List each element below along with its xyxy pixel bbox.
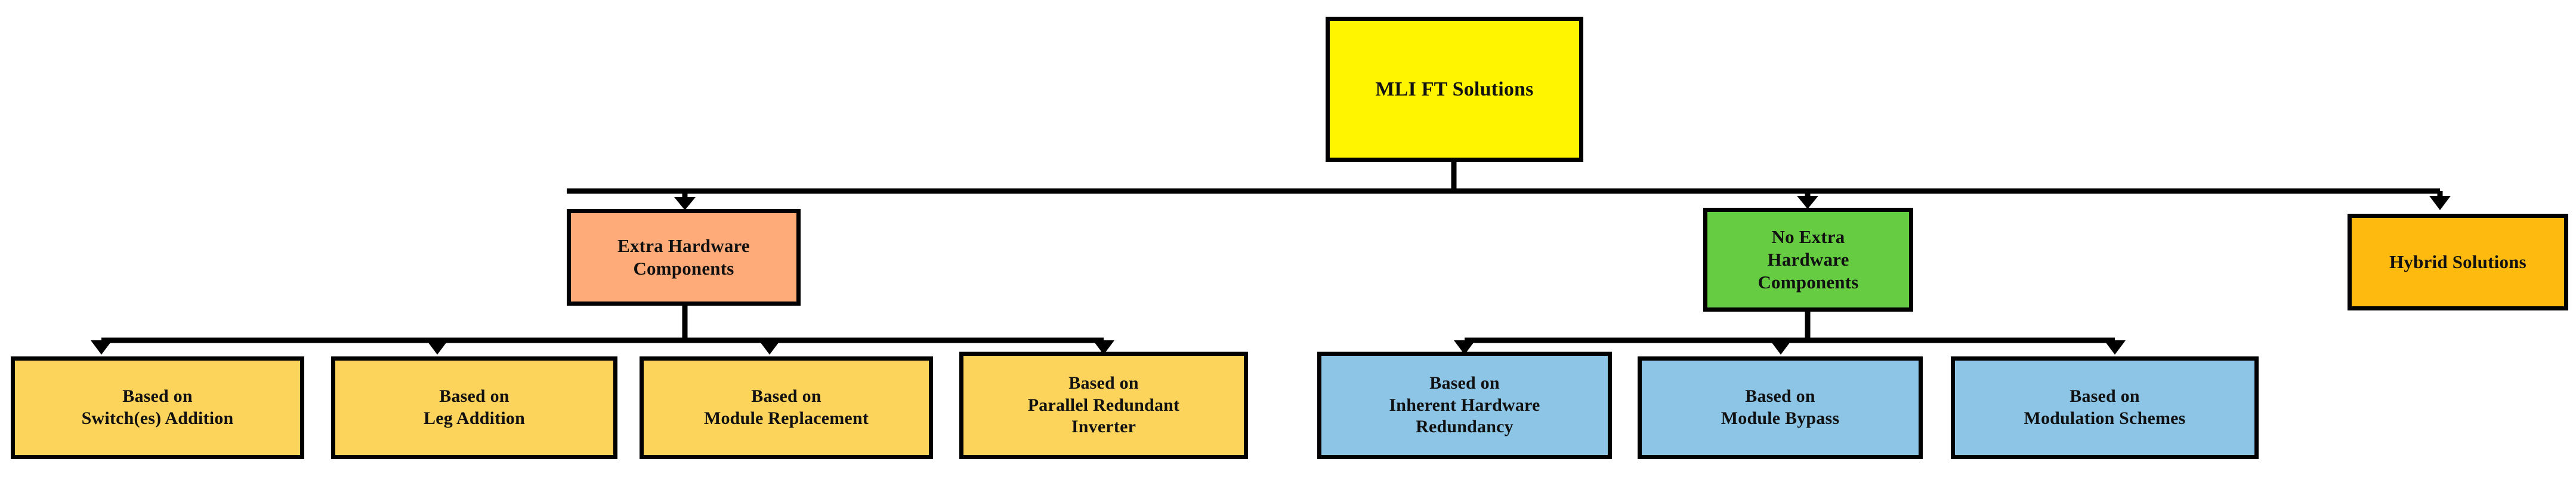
arrow-switches-addition [91, 340, 112, 355]
node-hybrid-solutions[interactable]: Hybrid Solutions [2348, 214, 2568, 310]
node-label: No Extra Hardware Components [1758, 226, 1859, 293]
node-modulation-schemes[interactable]: Based on Modulation Schemes [1951, 356, 2259, 459]
node-no-extra-hardware-components[interactable]: No Extra Hardware Components [1703, 208, 1913, 312]
arrow-module-bypass [1770, 340, 1792, 355]
node-module-replacement[interactable]: Based on Module Replacement [640, 356, 933, 459]
node-label: Based on Inherent Hardware Redundancy [1389, 373, 1540, 437]
node-label: Hybrid Solutions [2389, 251, 2526, 273]
node-parallel-redundant-inverter[interactable]: Based on Parallel Redundant Inverter [959, 352, 1248, 459]
node-inherent-hardware-redundancy[interactable]: Based on Inherent Hardware Redundancy [1317, 352, 1612, 459]
node-label: Based on Module Replacement [703, 386, 869, 428]
node-label: Based on Parallel Redundant Inverter [1027, 373, 1180, 437]
arrow-module-replacement [759, 340, 780, 355]
node-extra-hardware-components[interactable]: Extra Hardware Components [567, 209, 801, 306]
node-label: Based on Switch(es) Addition [81, 386, 234, 428]
arrow-no-extra-hardware [1797, 196, 1818, 209]
node-label: Based on Leg Addition [424, 386, 525, 428]
arrow-leg-addition [427, 340, 448, 355]
node-label: MLI FT Solutions [1375, 78, 1534, 100]
arrow-extra-hardware [674, 197, 696, 210]
node-label: Extra Hardware Components [617, 235, 750, 279]
node-leg-addition[interactable]: Based on Leg Addition [331, 356, 617, 459]
arrow-hybrid [2429, 196, 2451, 210]
node-mli-ft-solutions[interactable]: MLI FT Solutions [1326, 17, 1583, 162]
node-module-bypass[interactable]: Based on Module Bypass [1638, 356, 1923, 459]
arrow-modulation-schemes [2104, 340, 2126, 355]
node-label: Based on Module Bypass [1721, 386, 1840, 428]
node-label: Based on Modulation Schemes [2024, 386, 2186, 428]
node-switches-addition[interactable]: Based on Switch(es) Addition [11, 356, 304, 459]
